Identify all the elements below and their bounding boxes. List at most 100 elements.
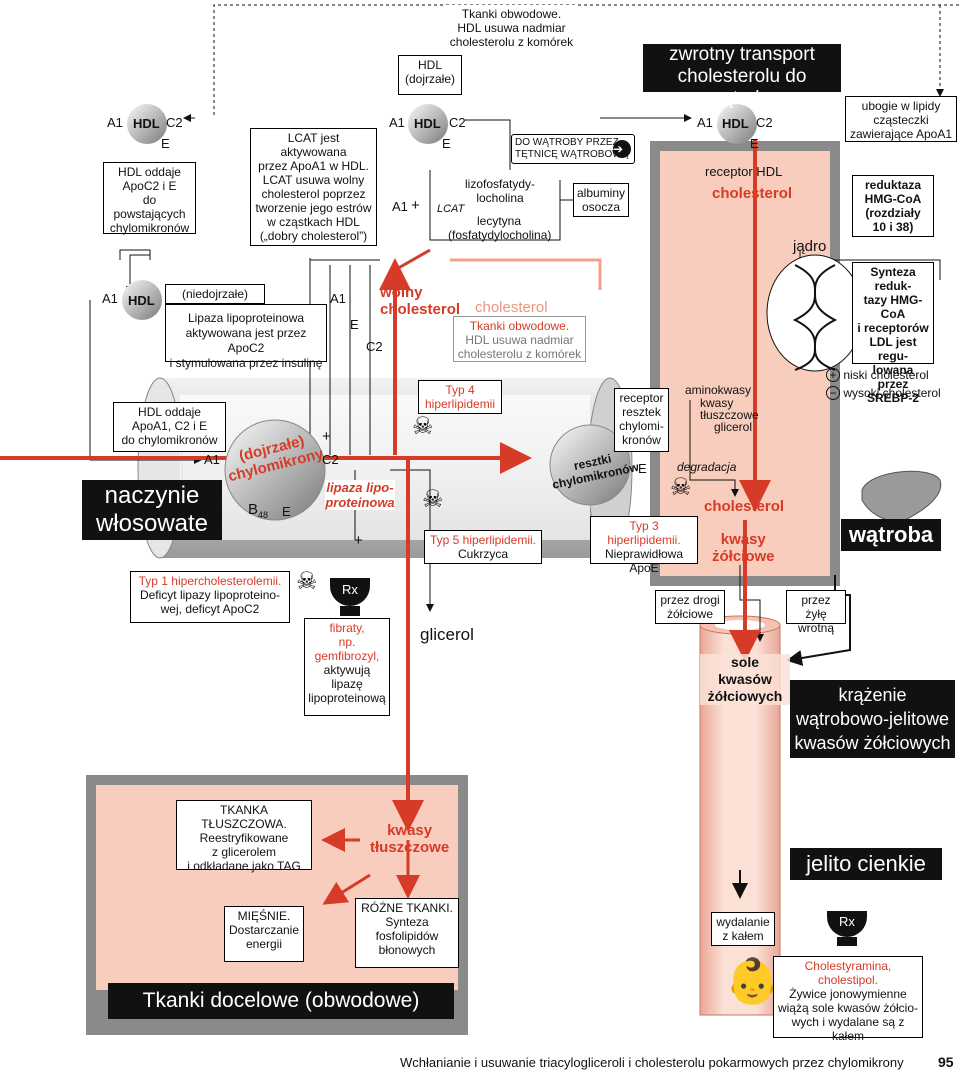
free-chol-line: wolny bbox=[380, 284, 460, 301]
fibrates-line: lipoproteinową bbox=[308, 691, 386, 705]
aminoacids: aminokwasy bbox=[685, 383, 751, 397]
apo-a1-label: A1 bbox=[107, 116, 123, 130]
excretion-line: wydalanie bbox=[715, 915, 771, 929]
bile-acids: kwasy żółciowe bbox=[712, 531, 775, 565]
typ5-line: Typ 5 hiperlipidemii. bbox=[428, 533, 538, 547]
apo-loss-line: zawierające ApoA1 bbox=[849, 127, 953, 141]
various-tissues-line: błonowych bbox=[359, 943, 455, 957]
lysophosphatidylcholine: lizofosfatydy- locholina bbox=[460, 177, 540, 205]
lecithin: lecytyna (fosfatydylocholina) bbox=[448, 214, 550, 242]
high-cholesterol-legend: − wysoki cholesterol bbox=[826, 386, 941, 400]
target-tissues-label: Tkanki docelowe (obwodowe) bbox=[108, 983, 454, 1019]
bile-salts-line: kwasów bbox=[700, 671, 790, 688]
tissue-note-line: HDL usuwa nadmiar bbox=[457, 333, 582, 347]
enterohepatic-line: kwasów żółciowych bbox=[790, 731, 955, 755]
receptor-remnant-line: receptor bbox=[618, 391, 665, 405]
various-tissues-box: RÓŻNE TKANKI. Synteza fosfolipidów błono… bbox=[355, 898, 459, 968]
muscles-line: energii bbox=[228, 937, 300, 951]
b48-sub: 48 bbox=[258, 510, 268, 520]
albumin-line: albuminy bbox=[577, 186, 625, 200]
lcat-line: cholesterol poprzez bbox=[254, 187, 373, 201]
excretion-line: z kałem bbox=[715, 929, 771, 943]
hdl-label: HDL bbox=[133, 117, 160, 131]
typ1-line: Typ 1 hipercholesterolemii. bbox=[134, 574, 286, 588]
reverse-transport-line: zwrotny transport bbox=[643, 44, 841, 66]
fibrates-line: gemfibrozyl, bbox=[308, 649, 386, 663]
lipase-label-line: proteinowa bbox=[325, 495, 395, 510]
lipase-label-line: lipaza lipo- bbox=[325, 480, 395, 495]
fibrates-line: fibraty, bbox=[308, 621, 386, 635]
lipase-line: i stymulowana przez insulinę bbox=[169, 356, 323, 371]
apo-a1-label: A1 bbox=[102, 292, 118, 306]
hdl-gives2-line: HDL oddaje bbox=[117, 405, 222, 419]
plus-icon: + bbox=[826, 368, 840, 382]
hdl-gives-line: HDL oddaje bbox=[107, 165, 192, 179]
fibrates-box: fibraty, np. gemfibrozyl, aktywują lipaz… bbox=[304, 618, 390, 716]
cholestyramine-line: cholestipol. bbox=[777, 973, 919, 987]
receptor-hdl: receptor HDL bbox=[705, 165, 782, 179]
typ4-line: hiperlipidemii bbox=[422, 397, 498, 411]
typ1-box: Typ 1 hipercholesterolemii. Deficyt lipa… bbox=[130, 571, 290, 623]
hdl-gives-line: do powstających bbox=[107, 193, 192, 221]
portal-line: wrotną bbox=[790, 621, 842, 635]
lecithin-line: lecytyna bbox=[448, 214, 550, 228]
skull-icon: ☠ bbox=[670, 473, 692, 502]
apo-loss-line: ubogie w lipidy bbox=[849, 99, 953, 113]
plus-icon: + bbox=[322, 430, 331, 444]
typ3-box: Typ 3 hiperlipidemii. Nieprawidłowa ApoE bbox=[590, 516, 698, 564]
capillary-line: włosowate bbox=[82, 510, 222, 538]
typ1-line: wej, deficyt ApoC2 bbox=[134, 602, 286, 616]
cholesterol-liver: cholesterol bbox=[712, 185, 792, 202]
bile-ducts-line: żółciowe bbox=[659, 607, 721, 621]
reverse-transport-title: zwrotny transport cholesterolu do wątrob… bbox=[643, 44, 841, 92]
lcat-line: tworzenie jego estrów bbox=[254, 201, 373, 215]
cholestyramine-box: Cholestyramina, cholestipol. Żywice jono… bbox=[773, 956, 923, 1038]
adipose-line: TKANKA TŁUSZCZOWA. bbox=[180, 803, 308, 831]
typ3-line: Typ 3 bbox=[594, 519, 694, 533]
hdl-gives2-line: ApoA1, C2 i E bbox=[117, 419, 222, 433]
top-note-line: Tkanki obwodowe. bbox=[448, 7, 575, 21]
tissue-note-line: cholesterolu z komórek bbox=[457, 347, 582, 361]
mortar-rx-icon: Rx bbox=[822, 905, 872, 950]
lcat-line: („dobry cholesterol”) bbox=[254, 229, 373, 243]
hdl-gives2-box: HDL oddaje ApoA1, C2 i E do chylomikronó… bbox=[113, 402, 226, 452]
plus-icon: + bbox=[354, 534, 363, 548]
fatty-acids-big-line: kwasy bbox=[370, 822, 449, 839]
b48-letter: B bbox=[248, 501, 258, 518]
lipid-poor-box: ubogie w lipidy cząsteczki zawierające A… bbox=[845, 96, 957, 142]
apo-c2-label: C2 bbox=[166, 116, 183, 130]
apo-a1-label: A1 bbox=[389, 116, 405, 130]
mortar-rx-icon: Rx bbox=[325, 568, 375, 618]
typ5-box: Typ 5 hiperlipidemii. Cukrzyca bbox=[424, 530, 542, 564]
skull-icon: ☠ bbox=[422, 485, 444, 514]
top-note-line: HDL usuwa nadmiar bbox=[448, 21, 575, 35]
top-note: Tkanki obwodowe. HDL usuwa nadmiar chole… bbox=[445, 5, 578, 51]
receptor-remnant-box: receptor resztek chylomi- kronów bbox=[614, 388, 669, 452]
baby-icon: 👶 bbox=[725, 955, 780, 1007]
skull-icon: ☠ bbox=[412, 412, 434, 441]
hdl-gives-box: HDL oddaje ApoC2 i E do powstających chy… bbox=[103, 162, 196, 234]
top-note-line: cholesterolu z komórek bbox=[448, 35, 575, 49]
synthesis-line: LDL jest regu- bbox=[856, 335, 930, 363]
apo-c2-label: C2 bbox=[322, 453, 339, 467]
apo-a1-label: A1 bbox=[392, 200, 408, 214]
hdl-label: HDL bbox=[722, 117, 749, 131]
rx-text: Rx bbox=[330, 578, 370, 606]
hdl-gives-line: chylomikronów bbox=[107, 221, 192, 235]
adipose-box: TKANKA TŁUSZCZOWA. Reestryfikowane z gli… bbox=[176, 800, 312, 870]
typ3-line: hiperlipidemii. bbox=[594, 533, 694, 547]
rx-text: Rx bbox=[827, 911, 867, 937]
synthesis-line: tazy HMG-CoA bbox=[856, 293, 930, 321]
tissue-note-2: Tkanki obwodowe. HDL usuwa nadmiar chole… bbox=[453, 316, 586, 362]
typ3-line: Nieprawidłowa ApoE bbox=[594, 547, 694, 575]
lyso-line: lizofosfatydy- bbox=[460, 177, 540, 191]
apo-loss-line: cząsteczki bbox=[849, 113, 953, 127]
lcat-line: przez ApoA1 w HDL. bbox=[254, 159, 373, 173]
cholesterol-peripheral: cholesterol bbox=[475, 301, 548, 315]
reductase-line: reduktaza bbox=[856, 178, 930, 192]
reductase-box: reduktaza HMG-CoA (rozdziały 10 i 38) bbox=[852, 175, 934, 237]
albumin-box: albuminy osocza bbox=[573, 183, 629, 217]
apo-e-label: E bbox=[750, 137, 759, 151]
various-tissues-line: fosfolipidów bbox=[359, 929, 455, 943]
capillary-label: naczynie włosowate bbox=[82, 480, 222, 540]
